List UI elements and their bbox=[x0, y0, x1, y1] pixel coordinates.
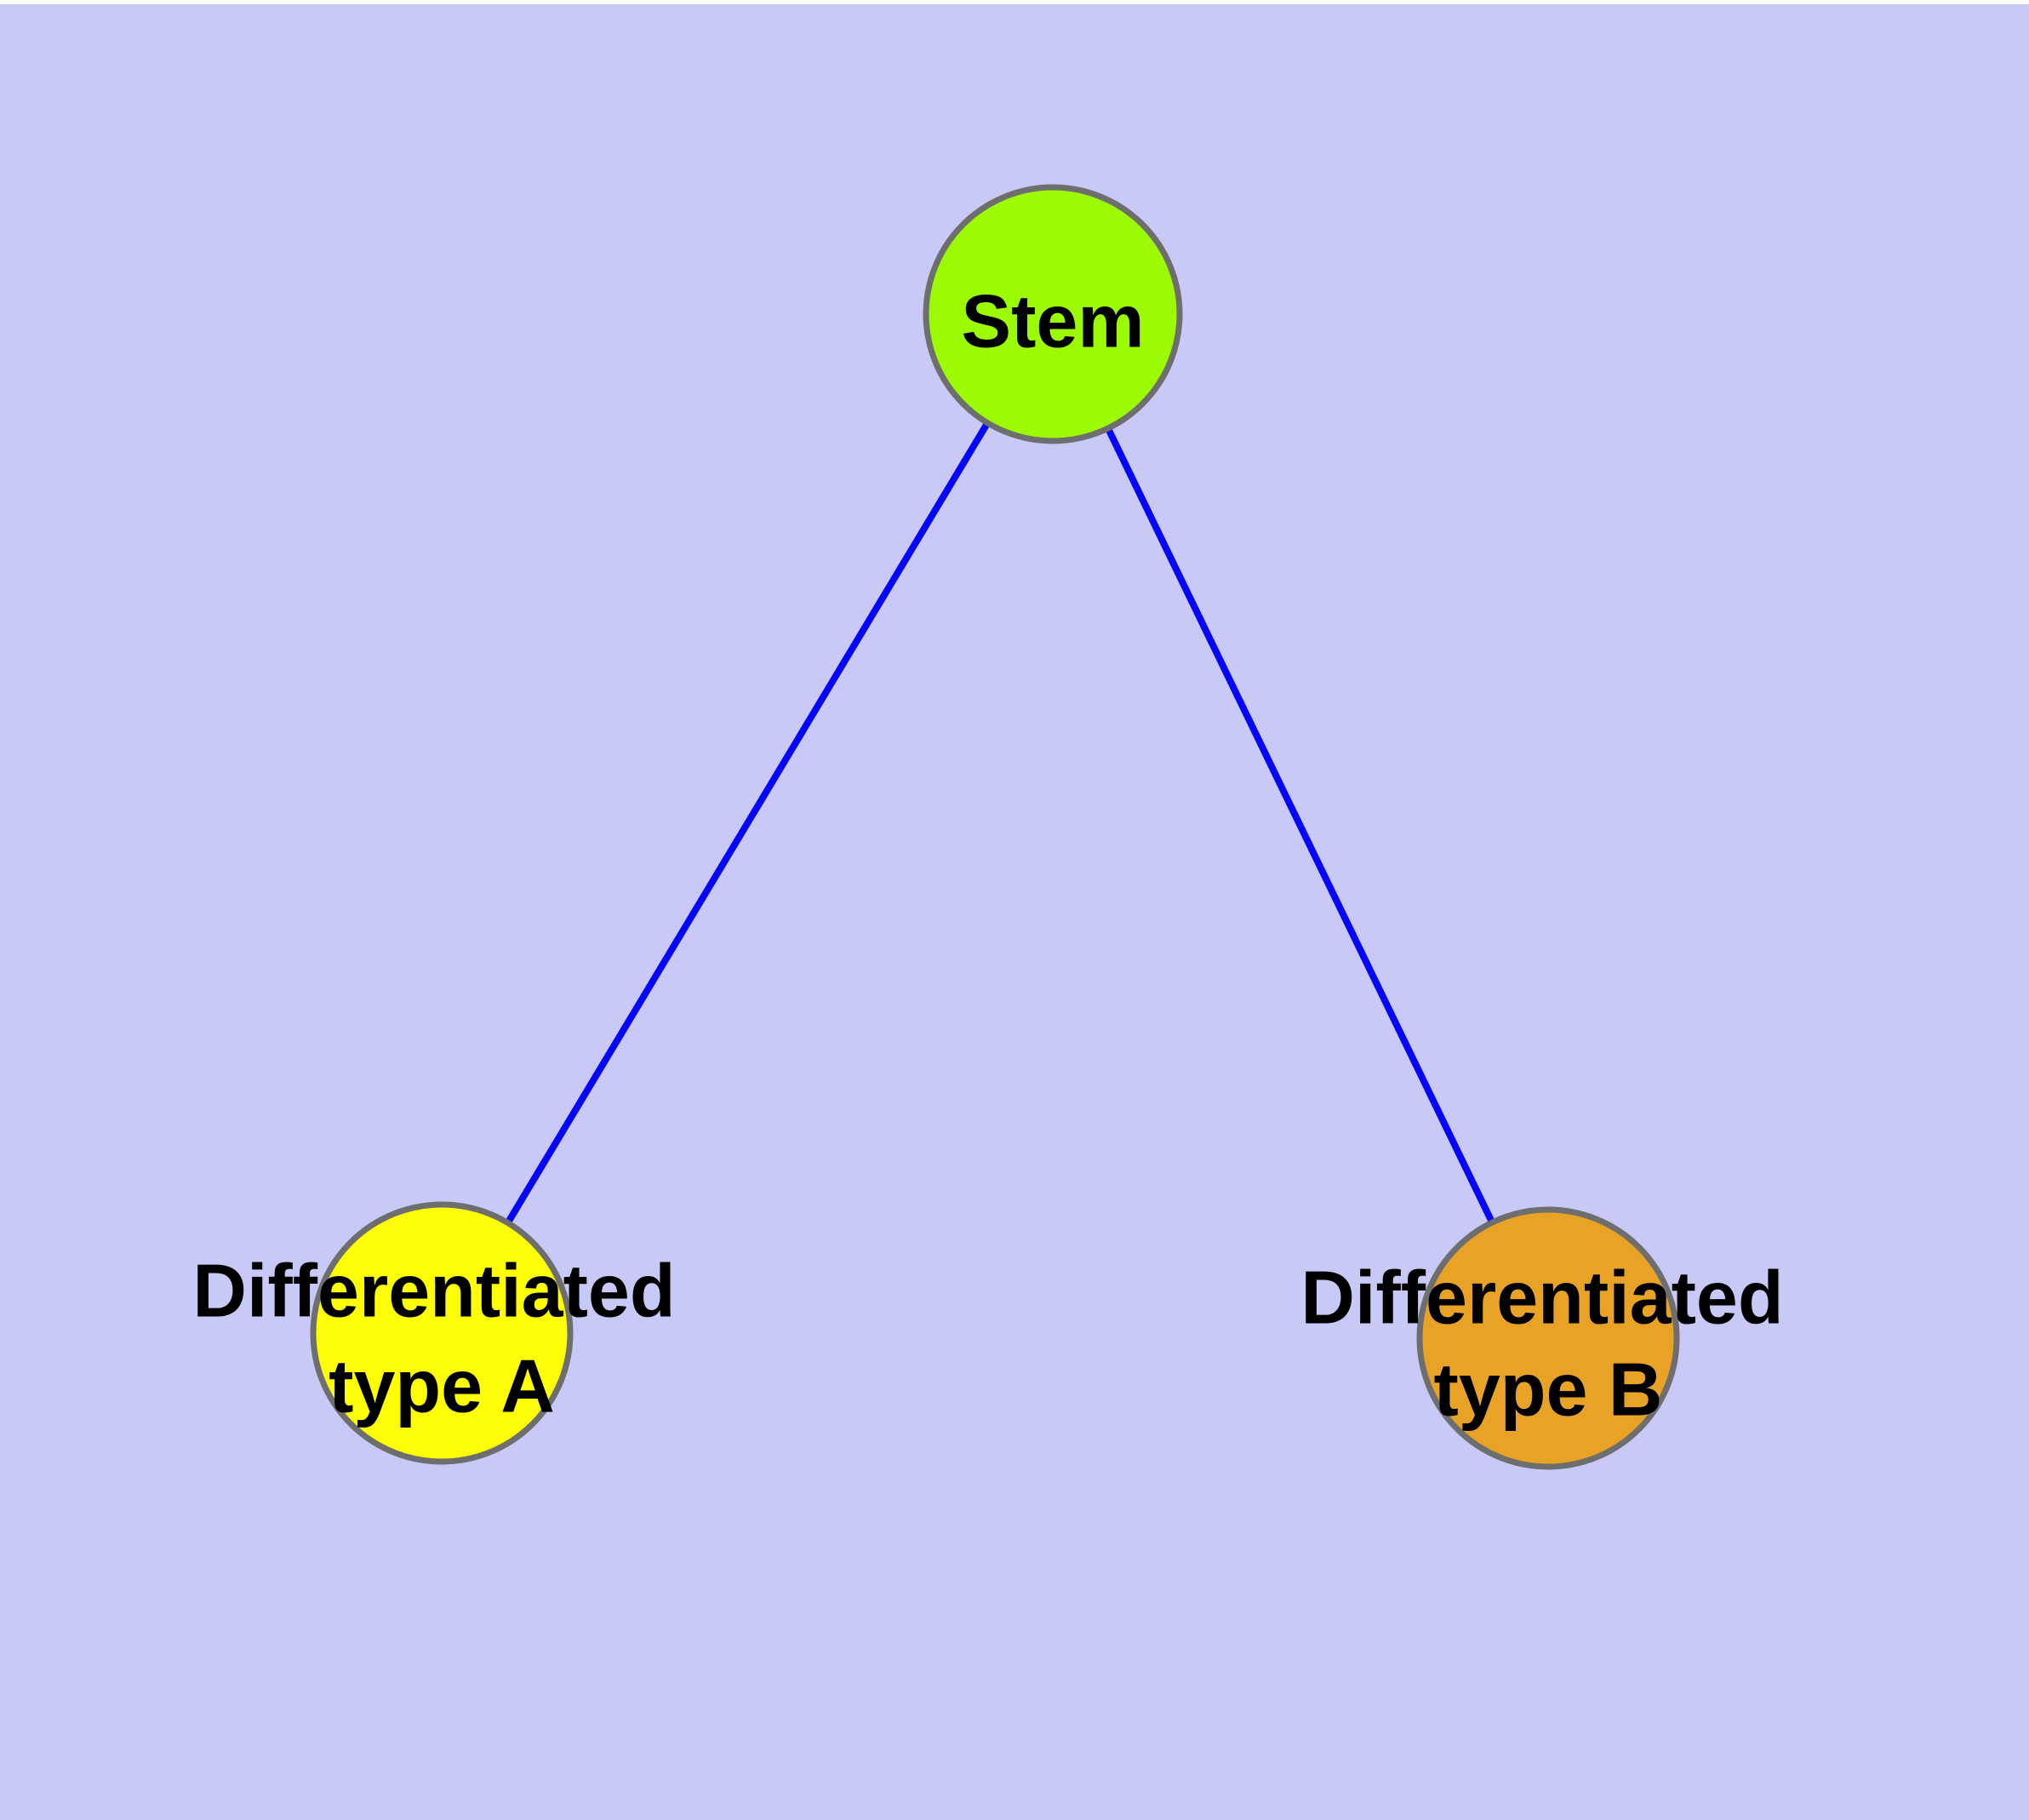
node-type-b-label-line1: Differentiated bbox=[1300, 1256, 1783, 1340]
node-stem-label: Stem bbox=[961, 279, 1144, 363]
node-differentiated-type-b bbox=[1416, 1206, 1680, 1470]
node-type-b-label-line2: type B bbox=[1434, 1348, 1663, 1432]
node-differentiated-type-a bbox=[310, 1201, 574, 1465]
node-stem bbox=[923, 184, 1183, 444]
edge-stem-to-type-a bbox=[438, 312, 1056, 1336]
node-type-a-label-line1: Differentiated bbox=[192, 1249, 675, 1333]
edge-stem-to-type-b bbox=[1049, 312, 1552, 1340]
node-type-a-label-line2: type A bbox=[329, 1344, 555, 1428]
